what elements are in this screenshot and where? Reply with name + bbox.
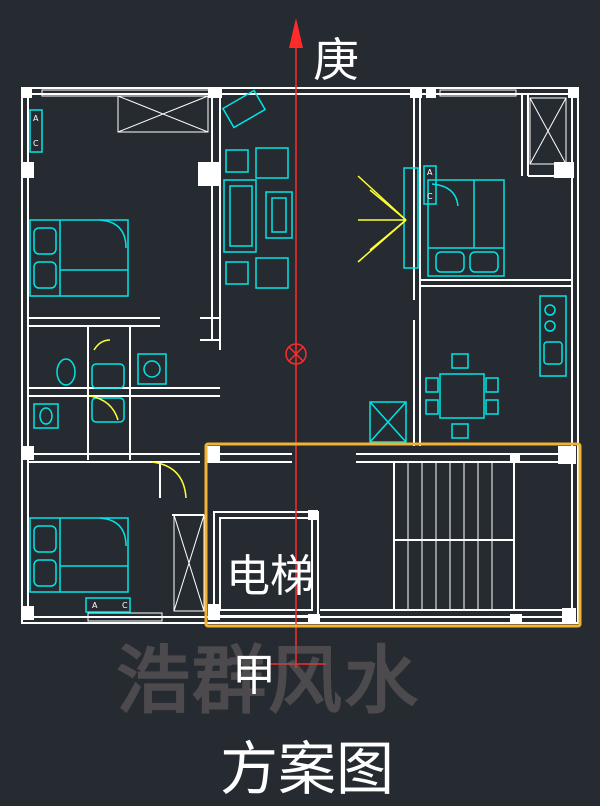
ac-mark-c: C	[427, 192, 433, 201]
plan-title: 方案图	[220, 735, 395, 803]
furniture	[29, 89, 567, 613]
ac-mark-c: C	[122, 601, 128, 610]
doors	[89, 175, 407, 499]
watermark-text: 浩群风水	[116, 638, 420, 724]
columns	[22, 88, 578, 622]
ac-mark-c: C	[33, 139, 39, 148]
ac-mark-a: A	[92, 601, 98, 610]
shafts	[117, 95, 567, 612]
elevator-stair-highlight	[204, 442, 582, 628]
south-direction-label: 甲	[232, 650, 276, 701]
walls	[21, 87, 579, 624]
elevator-label: 电梯	[226, 551, 314, 602]
staircase	[407, 462, 493, 610]
direction-axis	[270, 18, 326, 668]
north-direction-label: 庚	[313, 33, 359, 87]
ac-mark-a: A	[33, 114, 39, 123]
ac-mark-a: A	[427, 168, 433, 177]
